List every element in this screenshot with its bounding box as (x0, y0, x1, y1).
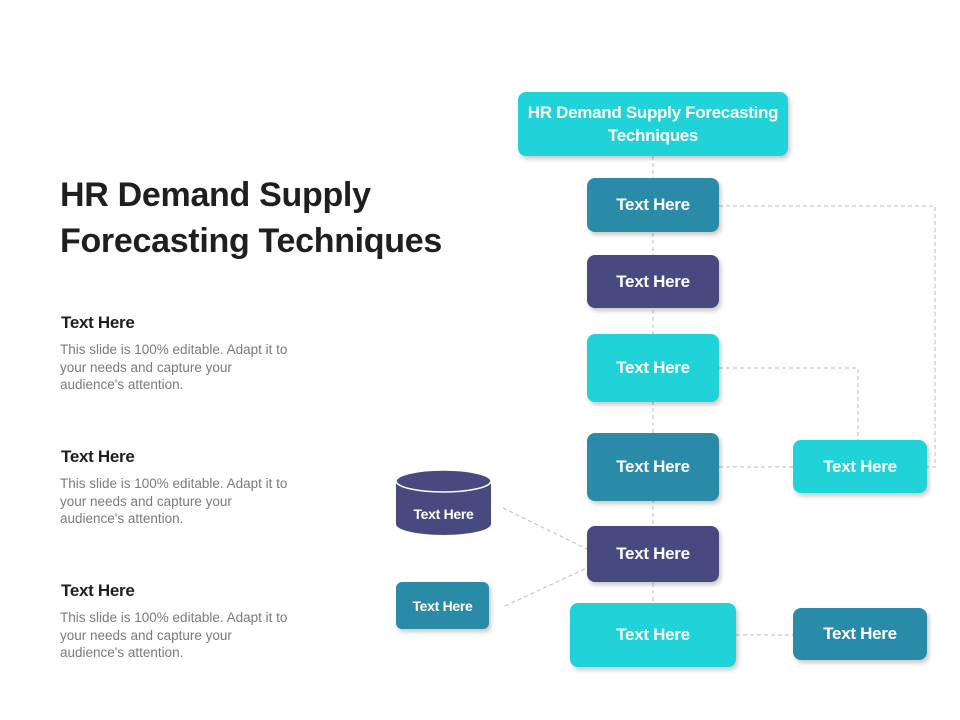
center-node-2: Text Here (587, 255, 719, 308)
cylinder-node-label: Text Here (413, 506, 474, 522)
center-node-5: Text Here (587, 526, 719, 582)
text-item-body-3: This slide is 100% editable. Adapt it to… (60, 610, 288, 660)
connector-left-box-to-node5 (504, 567, 588, 607)
slide-title: HR Demand Supply Forecasting Techniques (60, 176, 442, 260)
diagram-top-box: HR Demand Supply Forecasting Techniques (518, 92, 788, 156)
connector-node3-to-right1 (719, 367, 859, 440)
left-box-node: Text Here (396, 582, 489, 629)
database-cylinder-icon (395, 469, 492, 535)
database-cylinder-node: Text Here (395, 469, 492, 537)
text-item-heading-1: Text Here (61, 313, 135, 332)
text-item-heading-2: Text Here (61, 447, 135, 466)
text-item-body-1: This slide is 100% editable. Adapt it to… (60, 342, 288, 392)
right-node-2: Text Here (793, 608, 927, 660)
connector-node1-to-right1 (719, 205, 936, 468)
text-item-heading-3: Text Here (61, 581, 135, 600)
connector-cylinder-to-node5 (502, 507, 588, 550)
center-node-6: Text Here (570, 603, 736, 667)
right-node-1: Text Here (793, 440, 927, 493)
center-node-3: Text Here (587, 334, 719, 402)
text-item-body-2: This slide is 100% editable. Adapt it to… (60, 476, 288, 526)
center-node-4: Text Here (587, 433, 719, 501)
center-node-1: Text Here (587, 178, 719, 232)
